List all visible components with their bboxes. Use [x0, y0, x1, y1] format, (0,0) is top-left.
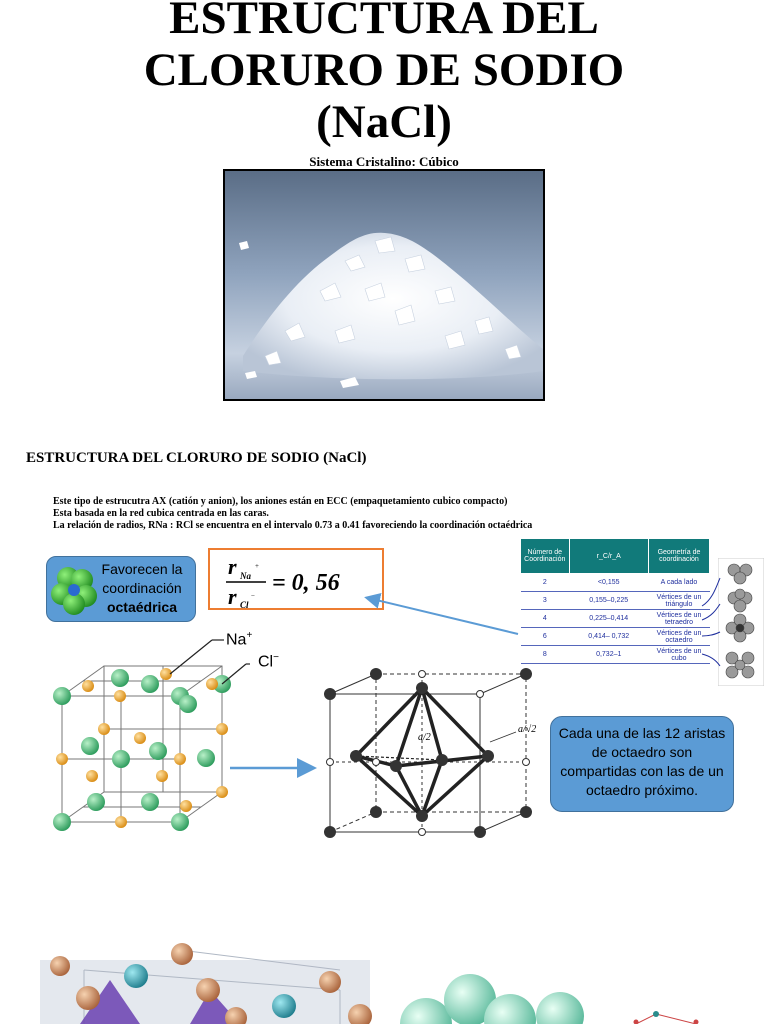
section-heading: ESTRUCTURA DEL CLORURO DE SODIO (NaCl) — [26, 450, 367, 466]
denominator-symbol: r — [228, 584, 237, 608]
table-header: r_C/r_A — [568, 538, 649, 574]
salt-photo — [223, 169, 545, 401]
denominator-subscript: Cl — [240, 600, 249, 608]
table-row: 2 <0,155 A cada lado — [520, 573, 710, 592]
edge-sharing-text: Cada una de las 12 aristas de octaedro s… — [558, 725, 726, 798]
octahedron-vertices — [324, 668, 532, 838]
table-header: Número de Coordinación — [520, 538, 570, 574]
denominator-superscript: − — [251, 592, 255, 600]
nacl-unit-cell — [53, 639, 250, 831]
paragraph-3: La relación de radios, RNa : RCl se encu… — [53, 520, 533, 531]
numerator-subscript: Na — [239, 571, 251, 581]
formula-arrow — [364, 593, 519, 635]
bottom-crystal-images — [40, 943, 699, 1024]
octahedral-cluster-icon — [51, 567, 97, 615]
ratio-formula: r Na + r Cl − = 0, 56 — [226, 554, 340, 610]
chloride-ions — [53, 669, 231, 831]
half-a-label: a/2 — [418, 732, 431, 743]
table-row: 4 0,225–0,414 Vértices de un tetraedro — [520, 609, 710, 628]
subtitle: Sistema Cristalino: Cúbico — [309, 154, 459, 169]
coordination-table: Número de Coordinación r_C/r_A Geometría… — [520, 538, 711, 664]
table-row: 3 0,155–0,225 Vértices de un triángulo — [520, 591, 710, 610]
page-title: ESTRUCTURA DEL CLORURO DE SODIO (NaCl) — [0, 0, 768, 148]
coordination-geometry-images — [718, 558, 764, 686]
title-line-1: ESTRUCTURA DEL — [169, 0, 599, 44]
numerator-superscript: + — [255, 562, 259, 570]
table-row: 8 0,732–1 Vértices de un cubo — [520, 645, 710, 664]
paragraph-2: Esta basada en la red cubica centrada en… — [53, 508, 269, 519]
table-header: Geometría de coordinación — [647, 538, 711, 574]
coordination-callout-text: Favorecen la coordinación octaédrica — [101, 561, 183, 615]
title-line-3: (NaCl) — [316, 96, 452, 148]
chloride-label: Cl− — [258, 652, 279, 671]
sodium-label: Na+ — [226, 630, 253, 649]
paragraph-1: Este tipo de estrucutra AX (catión y ani… — [53, 496, 508, 507]
ratio-formula-box: r Na + r Cl − = 0, 56 — [208, 548, 384, 610]
a-root2-label: a/√2 — [518, 724, 536, 735]
cell-to-octahedron-arrow — [230, 758, 317, 778]
ratio-value: = 0, 56 — [272, 570, 340, 596]
numerator-symbol: r — [228, 554, 237, 579]
edge-sharing-callout — [550, 716, 734, 812]
octahedron-diagram: a/2 a/√2 — [324, 668, 536, 838]
table-pointer-arrows — [701, 577, 721, 667]
title-line-2: CLORURO DE SODIO — [143, 44, 625, 96]
table-row: 6 0,414– 0,732 Vértices de un octaedro — [520, 627, 710, 646]
sodium-ions — [56, 668, 228, 828]
